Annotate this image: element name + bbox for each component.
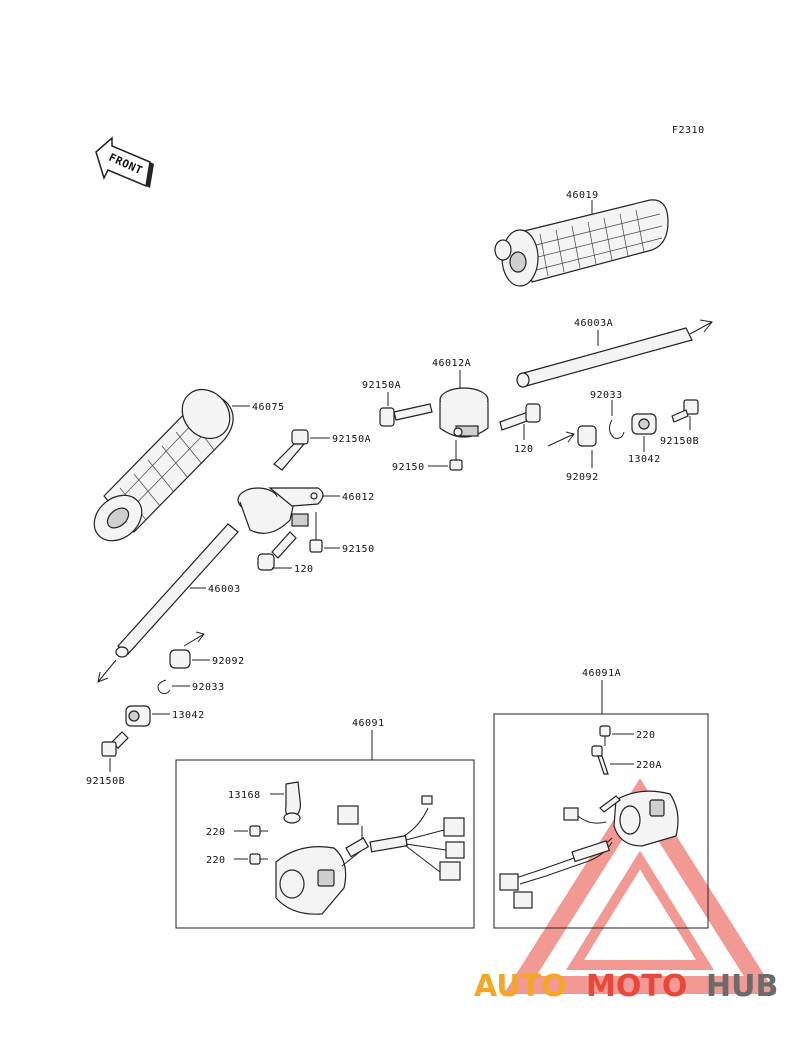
bolt-92150A-upper <box>379 403 433 427</box>
label-92150B-left: 92150B <box>86 776 125 787</box>
label-92033-left: 92033 <box>192 682 225 693</box>
bolt-92150-lower <box>309 512 323 553</box>
screw-220-left-upper <box>249 825 268 837</box>
switch-box-46091A <box>493 713 709 929</box>
switch-housing-right <box>499 790 679 909</box>
screw-220-left-lower <box>249 853 268 865</box>
switch-box-46091 <box>175 759 475 929</box>
watermark-part2: MOTO <box>586 969 687 1004</box>
label-120-left: 120 <box>294 564 314 575</box>
collar-13042-right <box>631 413 657 435</box>
label-220-left-lower: 220 <box>206 855 226 866</box>
label-220A: 220A <box>636 760 662 771</box>
watermark-text: AUTO MOTO HUB <box>474 969 778 1004</box>
label-92092-left: 92092 <box>212 656 245 667</box>
bolt-92150B-left <box>101 731 129 757</box>
label-46003A: 46003A <box>574 318 613 329</box>
clip-13168 <box>283 781 301 824</box>
figure-code: F2310 <box>672 125 705 136</box>
right-bar-46003A <box>516 319 713 388</box>
label-46003: 46003 <box>208 584 241 595</box>
label-92150A-lower: 92150A <box>332 434 371 445</box>
label-46019: 46019 <box>566 190 599 201</box>
label-92150B-right: 92150B <box>660 436 699 447</box>
label-46012A: 46012A <box>432 358 471 369</box>
label-220-left-upper: 220 <box>206 827 226 838</box>
bolt-120-right <box>499 403 541 431</box>
label-13042-right: 13042 <box>628 454 661 465</box>
ring-92033-right <box>608 419 625 439</box>
front-arrow-icon: FRONT <box>95 136 154 188</box>
label-120-right: 120 <box>514 444 534 455</box>
switch-housing-left <box>275 795 465 915</box>
label-92150-upper: 92150 <box>392 462 425 473</box>
left-grip-46075 <box>93 388 234 542</box>
weight-92092-left <box>169 631 205 669</box>
label-46091A: 46091A <box>582 668 621 679</box>
label-92150-lower: 92150 <box>342 544 375 555</box>
collar-13042-left <box>125 705 151 727</box>
screw-220A <box>591 745 609 775</box>
label-13042-left: 13042 <box>172 710 205 721</box>
label-46075: 46075 <box>252 402 285 413</box>
right-grip-46019 <box>494 199 669 287</box>
bolt-120-left <box>257 531 297 571</box>
bolt-92150-upper <box>449 440 463 471</box>
watermark-part3: HUB <box>706 969 778 1004</box>
ring-92033-left <box>157 679 171 695</box>
bolt-92150A-lower <box>273 429 309 471</box>
screw-220-right <box>599 725 611 746</box>
right-clamp-46012A <box>439 387 489 438</box>
label-92092-right: 92092 <box>566 472 599 483</box>
label-92033-right: 92033 <box>590 390 623 401</box>
left-clamp-46012 <box>237 487 324 534</box>
label-46012: 46012 <box>342 492 375 503</box>
bolt-92150B-right <box>671 399 699 423</box>
weight-92092-right <box>547 425 597 447</box>
label-92150A-upper: 92150A <box>362 380 401 391</box>
label-13168: 13168 <box>228 790 261 801</box>
label-46091: 46091 <box>352 718 385 729</box>
watermark-logo-icon <box>503 778 777 994</box>
left-bar-46003 <box>97 523 239 683</box>
label-220-right: 220 <box>636 730 656 741</box>
watermark-part1: AUTO <box>474 969 567 1004</box>
